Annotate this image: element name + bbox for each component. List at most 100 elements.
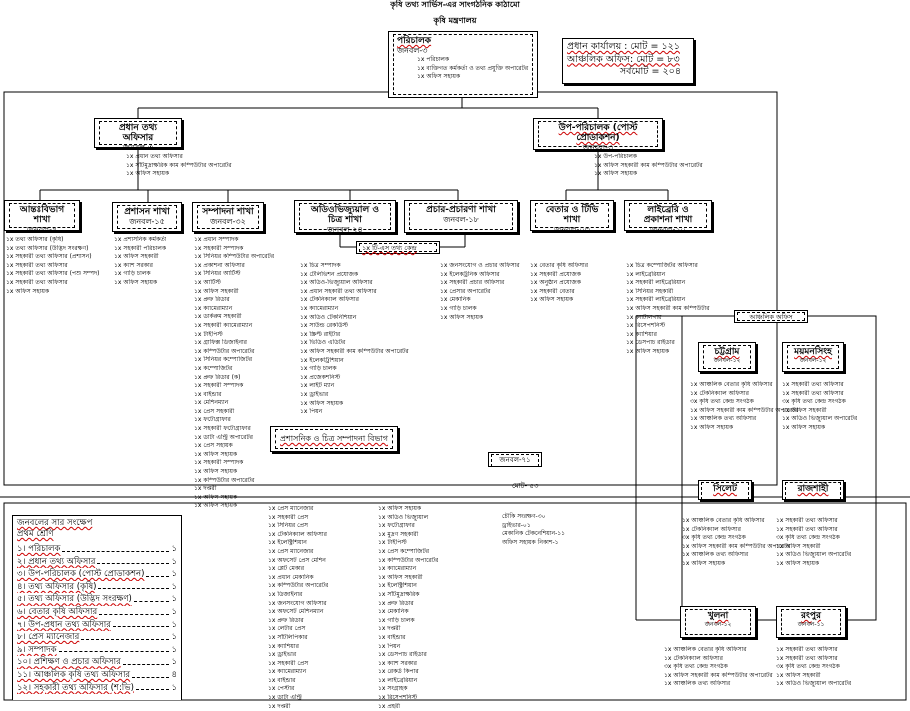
section-title: অডিওভিজ্যুয়াল ও চিত্র শাখা xyxy=(311,205,379,225)
staff-item: ১x দপ্তরী xyxy=(194,485,217,493)
staff-item: ১x অফিস সহায়ক xyxy=(300,399,344,407)
staff-item: ১x ক্যামেরাম্যান xyxy=(300,304,339,312)
staff-item: ১x সহকারী লাইব্রেরিয়ান xyxy=(626,279,686,287)
staff-item: ১x কম্পিউটার অপারেটর xyxy=(268,582,329,590)
staff-list-interdepartment: ১x তথ্য অফিসার (কৃষি)১x তথ্য অফিসার (উদ্… xyxy=(6,236,99,296)
staff-item: ১x ডেসপাচ রাইডার xyxy=(626,339,675,347)
staff-item: ১x লাইট ম্যান xyxy=(300,382,335,390)
staff-item: ১x ইলেকট্রনিক অফিসার xyxy=(440,270,500,278)
legend-row: ৫। তথ্য অফিসার (উদ্ভিদ সংরক্ষণ)১ xyxy=(17,593,177,606)
deputy-count: জনবল-৩ xyxy=(582,143,614,152)
legend-row-leader xyxy=(98,581,170,590)
legend-row-leader xyxy=(99,606,170,615)
staff-item: ১x আঞ্চলিক বেতার কৃষি অফিসার xyxy=(690,381,773,388)
staff-item: ১x বাইন্ডার xyxy=(194,390,222,398)
staff-item: ১x অফিস সহায়ক xyxy=(194,450,238,458)
staff-item: ১x মেকানিক xyxy=(440,296,471,304)
staff-item: ১x অফিস সহকারী কাম কম্পিউটার অপারেটর xyxy=(682,542,791,550)
staff-item: ১x সহকারী সম্পাদক xyxy=(194,459,244,467)
staff-item: ১x অফিস সহায়ক xyxy=(776,559,820,567)
staff-item: ১x জনসংযোগ অফিসার xyxy=(268,599,327,607)
staff-item: ১x পিয়ন xyxy=(378,642,401,650)
deputy-director-box: উপ-পরিচালক (পোস্ট প্রোডাকশন) জনবল-৩ xyxy=(533,118,663,152)
section-title: প্রশাসন শাখা xyxy=(124,207,170,217)
staff-item: ১x অনুষ্ঠান প্রযোজক xyxy=(530,279,581,287)
section-title: প্রচার-প্রচারণা শাখা xyxy=(426,205,496,215)
legend-row-label: ১১। আঞ্চলিক কৃষি তথ্য অফিসার xyxy=(17,669,131,680)
legend-row-label: ১। পরিচালক xyxy=(17,544,61,554)
staff-item: ১x প্রধান সম্পাদক xyxy=(194,236,239,243)
section-box-administration: প্রশাসন শাখা জনবল-১৫ xyxy=(112,202,182,232)
staff-item: ১x ক্যাটালগার xyxy=(626,313,662,321)
staff-item: ১x রিসেপশনিস্ট xyxy=(378,694,418,702)
section-count: জনবল-০৩ xyxy=(554,225,590,234)
summary-box: প্রধান কার্যালয় : মোট = ১২১ আঞ্চলিক অফি… xyxy=(562,38,694,84)
staff-item: ১x বাইন্ডার xyxy=(268,676,296,684)
staff-item: ১x পেস্টার xyxy=(268,685,295,693)
legend-row-leader xyxy=(135,682,170,691)
staff-item: ১x অডিও টেকনিশিয়ান xyxy=(300,313,357,321)
staff-item: ১x আঞ্চলিক বেতার কৃষি অফিসার xyxy=(682,517,765,524)
staff-item: ১x সিনিয়র কম্পোজিটর xyxy=(194,356,253,364)
staff-item: ১x প্রেস সহায়ক xyxy=(194,442,233,450)
staff-item: ১x প্রুফ রিডার xyxy=(268,616,304,624)
staff-item: ১x গাড়ি চালক xyxy=(300,365,337,373)
chief-count: জনবল-৩ xyxy=(122,143,154,152)
staff-item: ১x প্রুফ রিডার xyxy=(378,599,414,607)
staff-item: ১x ডার্করুম সহকারী xyxy=(194,313,242,321)
staff-item: ১x অফিস সহায়ক xyxy=(530,296,574,304)
staff-item: ১x ক্যামেরাম্যান xyxy=(194,304,233,312)
staff-item: ১x প্রেস ম্যানেজার xyxy=(268,547,314,555)
staff-item: ১x মেকানিক xyxy=(378,608,409,616)
staff-item: ১x অফিস সহায়ক xyxy=(782,423,826,431)
staff-item: ১x ডেসপাচ রাইডার xyxy=(378,651,427,659)
office-count: জনবল-১১ xyxy=(797,621,825,628)
chief-title: প্রধান তথ্য অফিসার xyxy=(118,123,158,143)
section-title: সম্পাদনা শাখা xyxy=(202,207,254,217)
summary-head-office: প্রধান কার্যালয় : মোট = ১২১ xyxy=(567,41,680,52)
chart-title: কৃষি তথ্য সার্ভিস-এর সাংগঠনিক কাঠামো xyxy=(390,0,520,9)
legend-row-label: ৫। তথ্য অফিসার (উদ্ভিদ সংরক্ষণ) xyxy=(17,594,132,605)
staff-item: ১x বাইন্ডার xyxy=(378,633,406,641)
section-count: জনবল-১৫ xyxy=(129,217,165,226)
manpower-box: জনবল-৭১ xyxy=(488,452,542,467)
sub-unit-box: ১x টি-এস তথ্য কেন্দ্র xyxy=(356,241,440,254)
chief-staff-list: ১x প্রধান তথ্য অফিসার ১x সাঁটমুদ্রাক্ষরি… xyxy=(126,153,232,179)
unit-box: প্রশাসনিক ও চিত্র সম্পাদনা বিভাগ xyxy=(270,426,398,452)
staff-item: ১x অফিস সহকারী xyxy=(114,253,159,261)
staff-item: ১x লেটার প্রেস xyxy=(268,625,306,633)
staff-item: চৌকি সংরক্ষণ-৩০ xyxy=(502,513,546,520)
staff-item: ১x অডিও ভিজ্যুয়াল অপারেটর xyxy=(782,415,858,423)
staff-item: ১x দপ্তরী xyxy=(378,625,401,633)
staff-item: ১x টেকনিক্যাল অফিসার xyxy=(300,296,359,304)
legend-row-value: ১ xyxy=(171,619,177,630)
office-title: রংপুর xyxy=(801,611,821,621)
director-item: ১x ব্যক্তিগত কর্মকর্তা ও তথ্য প্রযুক্তি … xyxy=(417,64,529,72)
staff-item: ১x বেতার কৃষি অফিসার xyxy=(530,262,589,269)
staff-item: ১x অফিস সহায়ক xyxy=(194,493,238,501)
summary-regional: আঞ্চলিক অফিস: মোট = ৮৩ xyxy=(567,53,680,65)
staff-item: ১x লাইব্রেরিয়ান xyxy=(626,270,666,278)
staff-item: ৩x কৃষি তথ্য কেন্দ্র সংগঠক xyxy=(782,398,846,406)
staff-item: ৩x কৃষি তথ্য কেন্দ্র সংগঠক xyxy=(664,663,728,671)
staff-item: ১x তথ্য অফিসার (উদ্ভিদ সংরক্ষণ) xyxy=(6,244,89,252)
regional-office-box: চট্টগ্রাম জনবল-১২ xyxy=(698,342,756,372)
staff-item: ১x প্রুফ রিডার (ক) xyxy=(194,373,241,381)
legend-row-leader xyxy=(97,556,170,565)
staff-item: ১x সহকারী পরিচালক xyxy=(114,244,167,252)
staff-item: ১x স্ক্রিপ্ট রাইটার xyxy=(300,330,341,338)
list-item: ১x অফিস সহায়ক xyxy=(594,170,638,178)
staff-item: ১x অফিস সহকারী কাম কম্পিউটার xyxy=(626,304,710,312)
office-title: খুলনা xyxy=(707,611,729,621)
staff-item: ১x আঞ্চলিক তথ্য অফিসার xyxy=(664,680,731,688)
staff-item: ১x কম্পিউটার অপারেটর xyxy=(194,347,255,355)
section-title: বেতার ও টিভি শাখা xyxy=(545,205,599,225)
legend-row-label: ৪। তথ্য অফিসার (কৃষি) xyxy=(17,581,97,592)
staff-item: ১x অফিস সহায়ক xyxy=(194,502,238,510)
legend-row-leader xyxy=(62,543,170,552)
legend-row-label: ২। প্রধান তথ্য অফিসার xyxy=(17,556,96,567)
regional-header-box: আঞ্চলিক অফিস xyxy=(734,310,808,323)
